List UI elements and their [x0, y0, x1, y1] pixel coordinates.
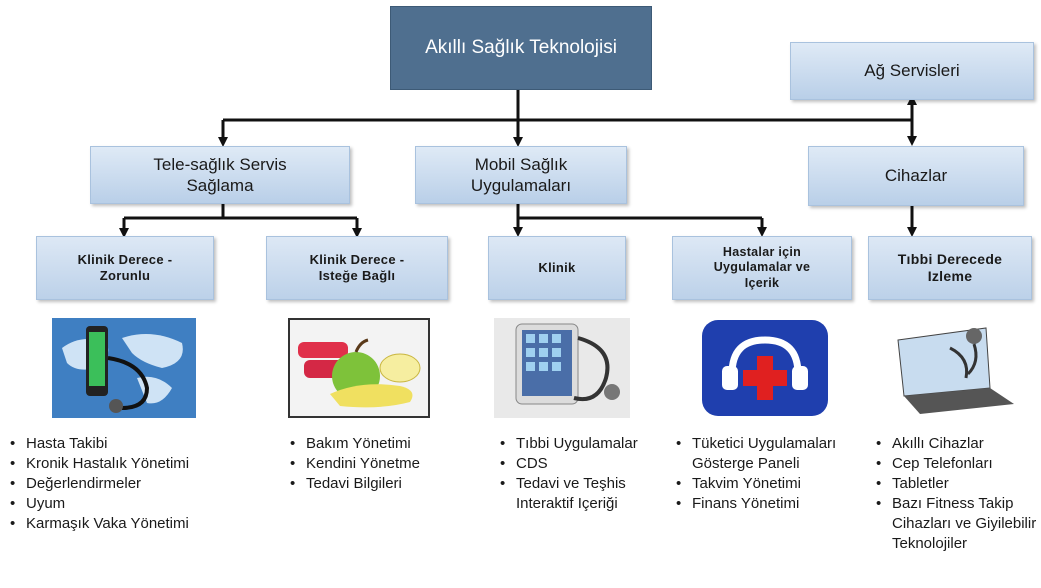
list-item: Tıbbi Uygulamalar	[498, 434, 670, 454]
world-map-stethoscope-image	[52, 318, 196, 418]
telehealth-line1: Tele-sağlık Servis	[153, 154, 287, 174]
patient-apps-line3: Içerik	[744, 275, 780, 290]
headset-medical-app-icon	[698, 318, 832, 418]
network-services-label: Ağ Servisleri	[864, 61, 960, 81]
medical-monitoring-line1: Tıbbi Derecede	[897, 250, 1003, 267]
patient-apps-list: Tüketici Uygulamaları Gösterge Paneli Ta…	[674, 434, 846, 514]
telehealth-node: Tele-sağlık Servis Sağlama	[90, 146, 350, 204]
clinical-mandatory-line2: Zorunlu	[99, 268, 151, 283]
medical-monitoring-line2: Izleme	[927, 268, 973, 284]
mobile-health-line1: Mobil Sağlık	[474, 154, 568, 174]
network-services-node: Ağ Servisleri	[790, 42, 1034, 100]
list-item: CDS	[498, 454, 670, 474]
medical-monitoring-list: Akıllı Cihazlar Cep Telefonları Tabletle…	[874, 434, 1038, 554]
mobile-health-line2: Uygulamaları	[470, 176, 572, 195]
medical-monitoring-node: Tıbbi Derecede Izleme	[868, 236, 1032, 300]
list-item: Tabletler	[874, 474, 1038, 494]
root-node: Akıllı Sağlık Teknolojisi	[390, 6, 652, 90]
list-item: Takvim Yönetimi	[674, 474, 846, 494]
devices-node: Cihazlar	[808, 146, 1024, 206]
list-item: Karmaşık Vaka Yönetimi	[8, 514, 258, 534]
telehealth-mandatory-list: Hasta Takibi Kronik Hastalık Yönetimi De…	[8, 434, 258, 534]
list-item: Hasta Takibi	[8, 434, 258, 454]
tablet-stethoscope-image	[494, 318, 630, 418]
apple-dumbbells-image	[288, 318, 430, 418]
clinical-label: Klinik	[538, 259, 576, 275]
patient-apps-line1: Hastalar için	[722, 244, 802, 259]
list-item: Kronik Hastalık Yönetimi	[8, 454, 258, 474]
clinical-optional-node: Klinik Derece - Isteğe Bağlı	[266, 236, 448, 300]
list-item: Finans Yönetimi	[674, 494, 846, 514]
list-item: Tedavi Bilgileri	[288, 474, 468, 494]
list-item: Değerlendirmeler	[8, 474, 258, 494]
laptop-stethoscope-image	[890, 318, 1020, 418]
telehealth-optional-list: Bakım Yönetimi Kendini Yönetme Tedavi Bi…	[288, 434, 468, 494]
patient-apps-node: Hastalar için Uygulamalar ve Içerik	[672, 236, 852, 300]
devices-label: Cihazlar	[884, 166, 948, 186]
clinical-optional-line1: Klinik Derece -	[309, 251, 405, 267]
list-item: Bazı Fitness Takip Cihazları ve Giyilebi…	[874, 494, 1038, 554]
list-item: Tüketici Uygulamaları Gösterge Paneli	[674, 434, 846, 474]
list-item: Akıllı Cihazlar	[874, 434, 1038, 454]
list-item: Cep Telefonları	[874, 454, 1038, 474]
list-item: Bakım Yönetimi	[288, 434, 468, 454]
telehealth-line2: Sağlama	[186, 176, 254, 195]
list-item: Kendini Yönetme	[288, 454, 468, 474]
mobile-health-node: Mobil Sağlık Uygulamaları	[415, 146, 627, 204]
clinical-list: Tıbbi Uygulamalar CDS Tedavi ve Teşhis I…	[498, 434, 670, 514]
clinical-optional-line2: Isteğe Bağlı	[318, 268, 396, 283]
clinical-node: Klinik	[488, 236, 626, 300]
list-item: Tedavi ve Teşhis Interaktif Içeriği	[498, 474, 670, 514]
clinical-mandatory-line1: Klinik Derece -	[77, 251, 173, 267]
list-item: Uyum	[8, 494, 258, 514]
root-label: Akıllı Sağlık Teknolojisi	[425, 37, 617, 59]
clinical-mandatory-node: Klinik Derece - Zorunlu	[36, 236, 214, 300]
patient-apps-line2: Uygulamalar ve	[713, 260, 811, 275]
